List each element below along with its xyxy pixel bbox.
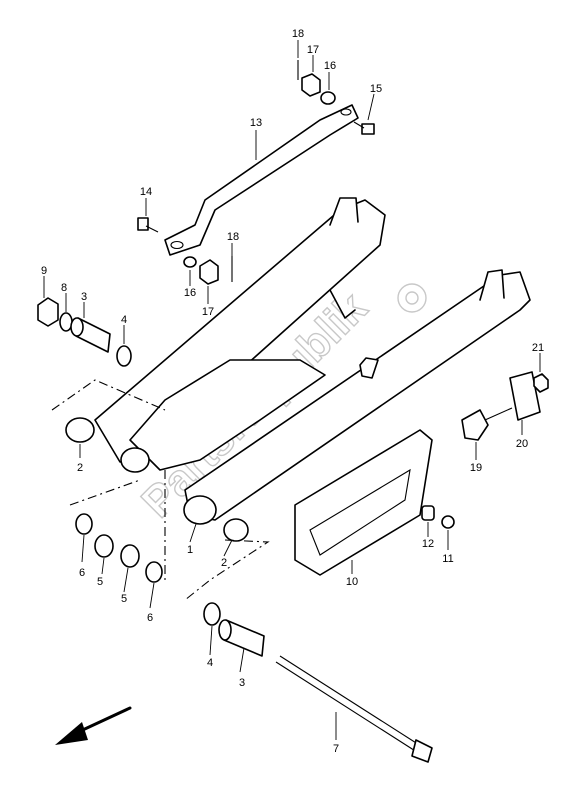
chain-guide-19 xyxy=(461,407,513,441)
washer-16-top xyxy=(320,91,336,105)
collar-12 xyxy=(421,505,435,521)
callout-3-bottom: 3 xyxy=(239,677,245,689)
bolt-15 xyxy=(353,121,375,135)
seal-4-top xyxy=(116,345,132,367)
callout-3-top: 3 xyxy=(81,291,87,303)
callout-16-mid: 16 xyxy=(184,287,196,299)
callout-20: 20 xyxy=(516,438,528,450)
nut-17-mid xyxy=(199,259,219,285)
callout-17-mid: 17 xyxy=(202,306,214,318)
callout-2-left: 2 xyxy=(77,462,83,474)
seal-6-right xyxy=(145,561,163,583)
nut-9 xyxy=(37,297,59,327)
callout-13: 13 xyxy=(250,117,262,129)
callout-12: 12 xyxy=(422,538,434,550)
callout-8: 8 xyxy=(61,282,67,294)
callout-18-mid: 18 xyxy=(227,231,239,243)
pivot-boss-left xyxy=(65,417,95,443)
chain-slider-20 xyxy=(509,371,541,421)
nut-21 xyxy=(533,373,549,393)
bearing-5-left xyxy=(94,534,114,558)
callout-4-bottom: 4 xyxy=(207,657,213,669)
swingarm-body xyxy=(65,197,531,525)
washer-8 xyxy=(59,312,73,332)
callout-21: 21 xyxy=(532,342,544,354)
callout-17-top: 17 xyxy=(307,44,319,56)
callout-2-right: 2 xyxy=(221,557,227,569)
callout-16-top: 16 xyxy=(324,60,336,72)
bolt-11 xyxy=(441,515,455,529)
nut-17-top xyxy=(301,73,321,97)
callout-6-left: 6 xyxy=(79,567,85,579)
callout-14: 14 xyxy=(140,186,152,198)
washer-16-mid xyxy=(183,256,197,268)
callout-4-top: 4 xyxy=(121,314,127,326)
callout-19: 19 xyxy=(470,462,482,474)
callout-5-right: 5 xyxy=(121,593,127,605)
callout-18-top: 18 xyxy=(292,28,304,40)
bushing-2-right xyxy=(223,518,249,542)
callout-15: 15 xyxy=(370,83,382,95)
callout-7: 7 xyxy=(333,743,339,755)
torque-link xyxy=(164,104,359,256)
collar-3-bottom xyxy=(218,619,265,657)
seal-4-bottom xyxy=(203,602,221,626)
callout-10: 10 xyxy=(346,576,358,588)
pivot-bolt-7 xyxy=(275,655,433,763)
callout-9: 9 xyxy=(41,265,47,277)
bearing-5-right xyxy=(120,544,140,568)
seal-6-left xyxy=(75,513,93,535)
callout-labels: 1 2 2 3 3 4 4 5 5 6 6 7 8 9 10 11 12 13 … xyxy=(41,28,544,755)
callout-1: 1 xyxy=(187,544,193,556)
bolt-14 xyxy=(137,217,159,233)
callout-5-left: 5 xyxy=(97,576,103,588)
gear-icon xyxy=(397,283,427,313)
collar-3-top xyxy=(70,317,111,353)
leader-lines xyxy=(43,40,541,740)
front-direction-arrow-icon xyxy=(55,706,132,745)
callout-11: 11 xyxy=(442,553,453,565)
chain-guard xyxy=(294,429,433,576)
callout-6-right: 6 xyxy=(147,612,153,624)
